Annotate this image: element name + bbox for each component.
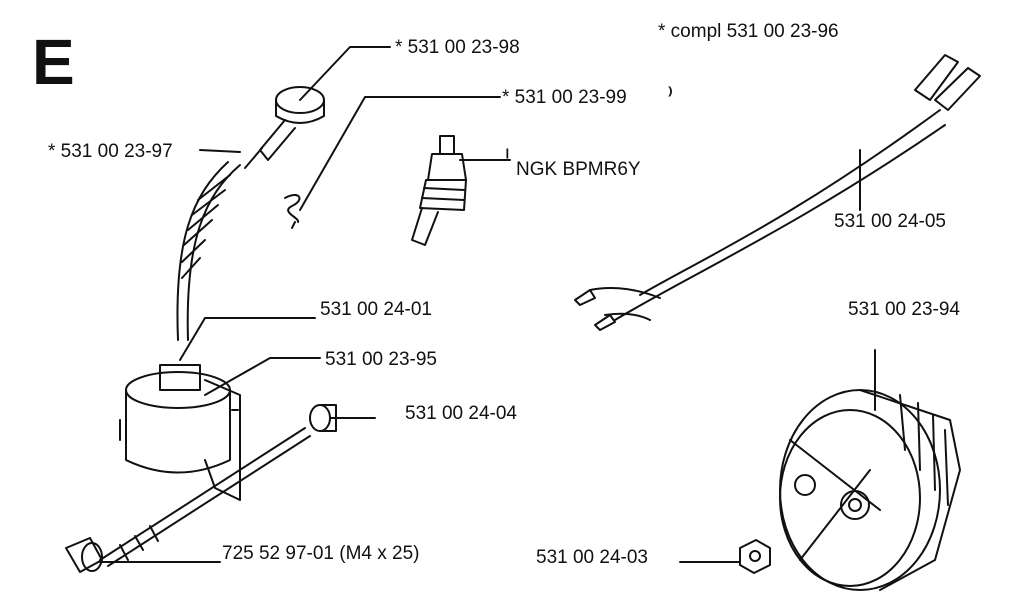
label-531-00-23-95: 531 00 23-95 bbox=[325, 349, 437, 370]
label-531-00-24-04: 531 00 24-04 bbox=[405, 403, 517, 424]
label-531-00-24-05: 531 00 24-05 bbox=[834, 211, 946, 232]
label-531-00-24-01: 531 00 24-01 bbox=[320, 299, 432, 320]
label-531-00-23-99: * 531 00 23-99 bbox=[502, 87, 627, 108]
label-ngk-bpmr6y: NGK BPMR6Y bbox=[516, 159, 641, 180]
label-compl-531-00-23-96: * compl 531 00 23-96 bbox=[658, 21, 839, 42]
spark-plug bbox=[411, 135, 467, 246]
spacer bbox=[309, 404, 337, 432]
boot-spring bbox=[284, 194, 301, 229]
flywheel bbox=[779, 389, 961, 591]
spark-plug-boot bbox=[244, 86, 325, 169]
label-725-52-97-01: 725 52 97-01 (M4 x 25) bbox=[222, 543, 420, 564]
label-531-00-23-97: * 531 00 23-97 bbox=[48, 141, 173, 162]
section-letter: E bbox=[32, 26, 75, 98]
label-531-00-23-99-mark: ⁾ bbox=[668, 85, 673, 106]
bolt bbox=[65, 427, 311, 573]
label-531-00-24-03: 531 00 24-03 bbox=[536, 547, 648, 568]
flywheel-nut bbox=[739, 539, 771, 574]
ignition-coil bbox=[119, 364, 241, 501]
ht-lead bbox=[176, 161, 241, 341]
label-531-00-23-94: 531 00 23-94 bbox=[848, 299, 960, 320]
label-531-00-23-98: * 531 00 23-98 bbox=[395, 37, 520, 58]
label-spark-plug-mark: ˡ bbox=[506, 147, 509, 168]
wire-harness bbox=[574, 54, 981, 331]
